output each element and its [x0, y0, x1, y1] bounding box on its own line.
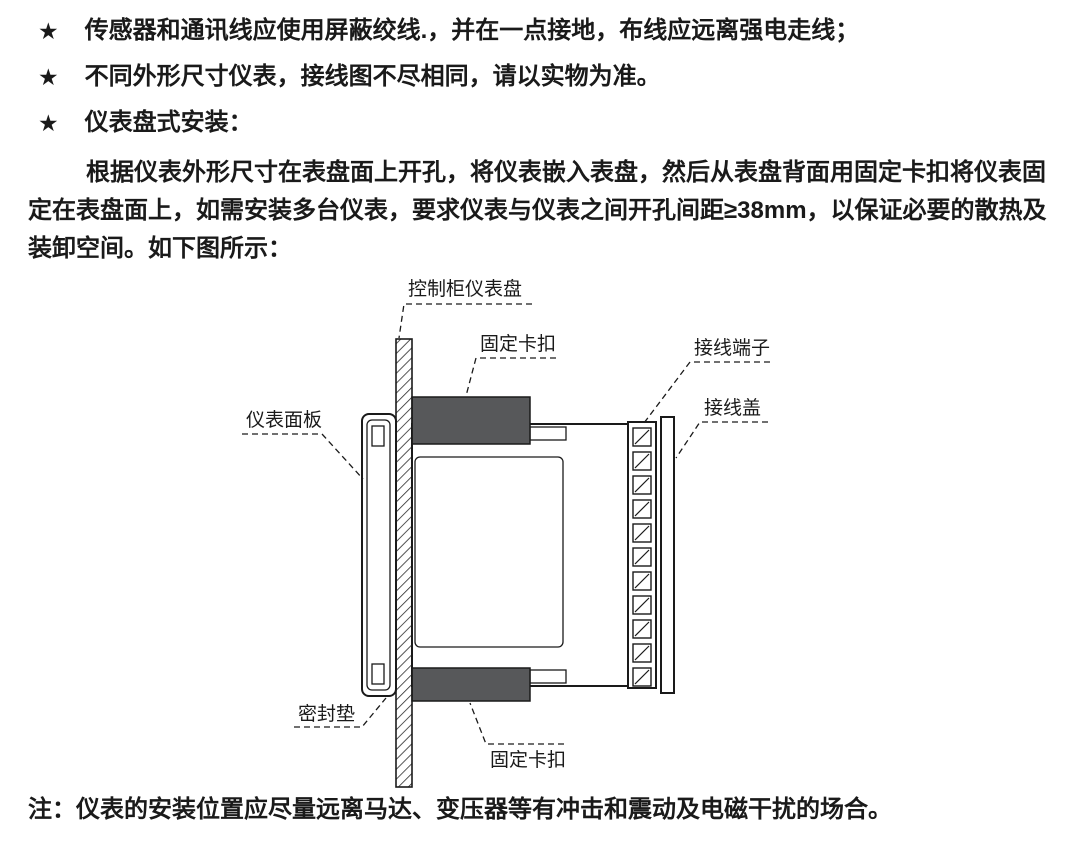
terminal-cell [632, 523, 652, 543]
label-terminal: 接线端子 [694, 337, 770, 359]
case-top-rail [529, 426, 567, 441]
terminal-cell [632, 667, 652, 687]
bullet-text-1: 传感器和通讯线应使用屏蔽绞线.，并在一点接地，布线应远离强电走线； [84, 17, 860, 44]
label-wiring-cover: 接线盖 [704, 397, 761, 419]
label-gasket: 密封垫 [298, 703, 355, 725]
label-fixing-clip-top: 固定卡扣 [480, 333, 556, 355]
panel-mount-diagram: 控制柜仪表盘 固定卡扣 接线端子 接线盖 仪表面板 密封垫 固定卡扣 [0, 274, 1080, 794]
bullet-item-2: ★ 不同外形尺寸仪表，接线图不尽相同，请以实物为准。 [38, 62, 1052, 92]
terminal-cell [632, 475, 652, 495]
leader-line-clip-top [465, 357, 556, 397]
leader-line-panel [398, 303, 532, 339]
terminal-cell [632, 643, 652, 663]
bullet-text-3: 仪表盘式安装： [84, 109, 253, 136]
fixing-clip-bottom [411, 667, 531, 702]
page-content: ★ 传感器和通讯线应使用屏蔽绞线.，并在一点接地，布线应远离强电走线； ★ 不同… [0, 0, 1080, 268]
fixing-clip-top [411, 396, 531, 445]
gasket-section-top [371, 425, 385, 447]
front-bezel-inner [366, 419, 391, 691]
bullet-item-3: ★ 仪表盘式安装： [38, 108, 1052, 138]
star-bullet-icon: ★ [38, 64, 59, 90]
terminal-cell [632, 499, 652, 519]
terminal-cell [632, 595, 652, 615]
terminal-cell [632, 427, 652, 447]
leader-line-terminal [643, 361, 770, 424]
star-bullet-icon: ★ [38, 110, 59, 136]
terminal-cell [632, 571, 652, 591]
label-front-panel: 仪表面板 [246, 409, 322, 431]
diagram-svg: 控制柜仪表盘 固定卡扣 接线端子 接线盖 仪表面板 密封垫 固定卡扣 [242, 278, 770, 788]
leader-line-front-panel [242, 433, 364, 480]
gasket-section-bottom [371, 663, 385, 685]
leader-line-cover [675, 421, 768, 459]
bottom-note: 注：仪表的安装位置应尽量远离马达、变压器等有冲击和震动及电磁干扰的场合。 [28, 796, 892, 823]
bullet-item-1: ★ 传感器和通讯线应使用屏蔽绞线.，并在一点接地，布线应远离强电走线； [38, 16, 1052, 46]
star-bullet-icon: ★ [38, 18, 59, 44]
label-fixing-clip-bottom: 固定卡扣 [490, 749, 566, 771]
bullet-text-2: 不同外形尺寸仪表，接线图不尽相同，请以实物为准。 [84, 63, 661, 90]
terminal-cell [632, 547, 652, 567]
case-bottom-rail [529, 669, 567, 684]
installation-paragraph: 根据仪表外形尺寸在表盘面上开孔，将仪表嵌入表盘，然后从表盘背面用固定卡扣将仪表固… [28, 159, 1047, 262]
leader-line-clip-bottom [469, 702, 564, 745]
display-window [414, 456, 564, 648]
wiring-cover-bar [660, 416, 675, 694]
terminal-cell [632, 619, 652, 639]
label-cabinet-panel: 控制柜仪表盘 [408, 278, 522, 300]
terminal-cell [632, 451, 652, 471]
cabinet-panel-bar [395, 338, 413, 788]
leader-line-gasket [294, 697, 387, 728]
